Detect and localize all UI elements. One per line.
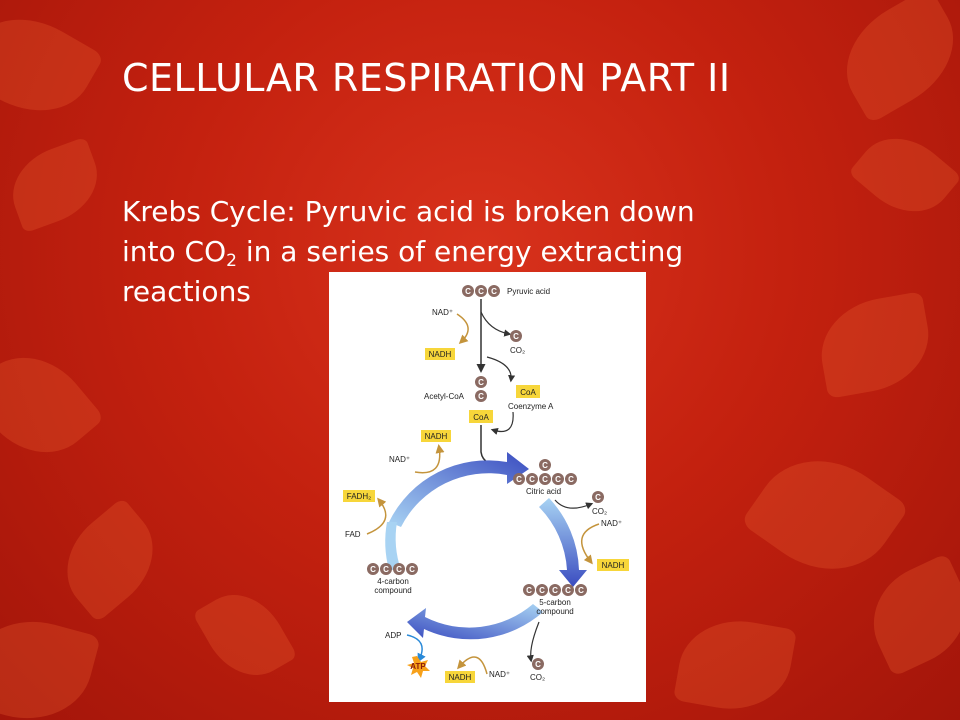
leaf-decoration — [0, 606, 101, 720]
pyruvic-acid-label: Pyruvic acid — [507, 287, 550, 296]
leaf-decoration — [673, 611, 797, 719]
five-carbon-label-1: 5-carbon — [539, 598, 571, 607]
carbon-atom: C — [478, 392, 484, 401]
body-line-2-pre: into CO — [122, 235, 227, 268]
leaf-decoration — [0, 0, 105, 134]
carbon-atom: C — [539, 586, 545, 595]
nad-right-label: NAD⁺ — [601, 519, 622, 528]
five-carbon-label-2: compound — [536, 607, 573, 616]
carbon-atom: C — [542, 461, 548, 470]
co2-top-label: CO₂ — [510, 346, 525, 355]
nadh-bottom-box — [445, 671, 475, 683]
carbon-atom: C — [565, 586, 571, 595]
carbon-atom: C — [535, 660, 541, 669]
carbon-atom: C — [529, 475, 535, 484]
carbon-atom: C — [396, 565, 402, 574]
adp-arrow — [406, 634, 426, 663]
leaf-decoration — [0, 136, 110, 234]
coa-attached-label: CoA — [473, 413, 489, 422]
carbon-atom: C — [409, 565, 415, 574]
nad-bottom-arrow — [457, 656, 488, 675]
co2-right-arrow — [554, 499, 594, 510]
nadh-right-box — [597, 559, 629, 571]
leaf-decoration — [848, 119, 960, 231]
nadh-left-box — [421, 430, 451, 442]
cycle-arrow-top — [389, 452, 529, 527]
carbon-atom: C — [383, 565, 389, 574]
cycle-arrow-left — [385, 522, 401, 570]
nad-reduction-arrow — [456, 313, 469, 345]
body-line-3: reactions — [122, 275, 251, 308]
atp-burst-icon — [407, 656, 430, 678]
krebs-cycle-diagram: C C C Pyruvic acid C CO₂ NAD⁺ NADH C C C… — [329, 272, 646, 702]
leaf-decoration — [740, 432, 910, 598]
adp-label: ADP — [385, 631, 401, 640]
carbon-atom: C — [478, 378, 484, 387]
slide-title: CELLULAR RESPIRATION PART II — [122, 56, 731, 100]
nadh-right-label: NADH — [602, 561, 625, 570]
leaf-decoration — [192, 578, 298, 692]
nad-left-label: NAD⁺ — [389, 455, 410, 464]
cycle-arrow-right — [539, 498, 587, 587]
carbon-atom: C — [513, 332, 519, 341]
nad-left-arrow — [414, 444, 445, 474]
nadh-bottom-label: NADH — [449, 673, 472, 682]
coa-out-arrow — [490, 411, 514, 435]
co2-right-label: CO₂ — [592, 507, 607, 516]
co2-bottom-label: CO₂ — [530, 673, 545, 682]
nad-top-label: NAD⁺ — [432, 308, 453, 317]
coa-label: CoA — [520, 388, 536, 397]
carbon-atom: C — [491, 287, 497, 296]
carbon-atom: C — [516, 475, 522, 484]
fad-arrow — [366, 497, 387, 535]
carbon-atom: C — [478, 287, 484, 296]
carbon-atom: C — [526, 586, 532, 595]
fadh2-box — [343, 490, 375, 502]
coenzyme-a-label: Coenzyme A — [508, 402, 554, 411]
carbon-atom: C — [552, 586, 558, 595]
body-line-2-post: in a series of energy extracting — [236, 235, 684, 268]
carbon-atom: C — [465, 287, 471, 296]
carbon-atom: C — [555, 475, 561, 484]
slide-body-text: Krebs Cycle: Pyruvic acid is broken down… — [122, 192, 822, 312]
leaf-decoration — [825, 0, 960, 124]
fadh2-label: FADH₂ — [347, 492, 371, 501]
cycle-arrow-bottom — [407, 604, 543, 640]
carbon-atom: C — [578, 586, 584, 595]
body-line-2: into CO2 in a series of energy extractin… — [122, 232, 822, 272]
nadh-top-box — [425, 348, 455, 360]
acetyl-coa-label: Acetyl-CoA — [424, 392, 465, 401]
fad-label: FAD — [345, 530, 361, 539]
co2-bottom-arrow — [526, 621, 540, 663]
atp-label: ATP — [410, 662, 426, 671]
carbon-atom: C — [568, 475, 574, 484]
co2-release-arrow — [480, 311, 512, 337]
coa-box — [516, 385, 540, 398]
carbon-atom: C — [370, 565, 376, 574]
leaf-decoration — [855, 553, 960, 677]
coa-in-arrow — [486, 356, 516, 383]
four-carbon-label-2: compound — [374, 586, 411, 595]
krebs-cycle-svg: C C C Pyruvic acid C CO₂ NAD⁺ NADH C C C… — [343, 285, 629, 683]
body-line-2-sub: 2 — [226, 251, 237, 271]
coa-attached-box — [469, 410, 493, 423]
pyruvic-acid-molecule: C C C — [462, 285, 500, 297]
leaf-decoration — [813, 291, 937, 399]
body-line-1: Krebs Cycle: Pyruvic acid is broken down — [122, 195, 695, 228]
leaf-decoration — [0, 333, 105, 477]
leaf-decoration — [45, 497, 175, 623]
carbon-atom: C — [595, 493, 601, 502]
nadh-left-label: NADH — [425, 432, 448, 441]
carbon-atom: C — [542, 475, 548, 484]
nad-bottom-label: NAD⁺ — [489, 670, 510, 679]
nad-right-arrow — [581, 523, 600, 565]
nadh-top-label: NADH — [429, 350, 452, 359]
citric-acid-label: Citric acid — [526, 487, 561, 496]
four-carbon-label-1: 4-carbon — [377, 577, 409, 586]
